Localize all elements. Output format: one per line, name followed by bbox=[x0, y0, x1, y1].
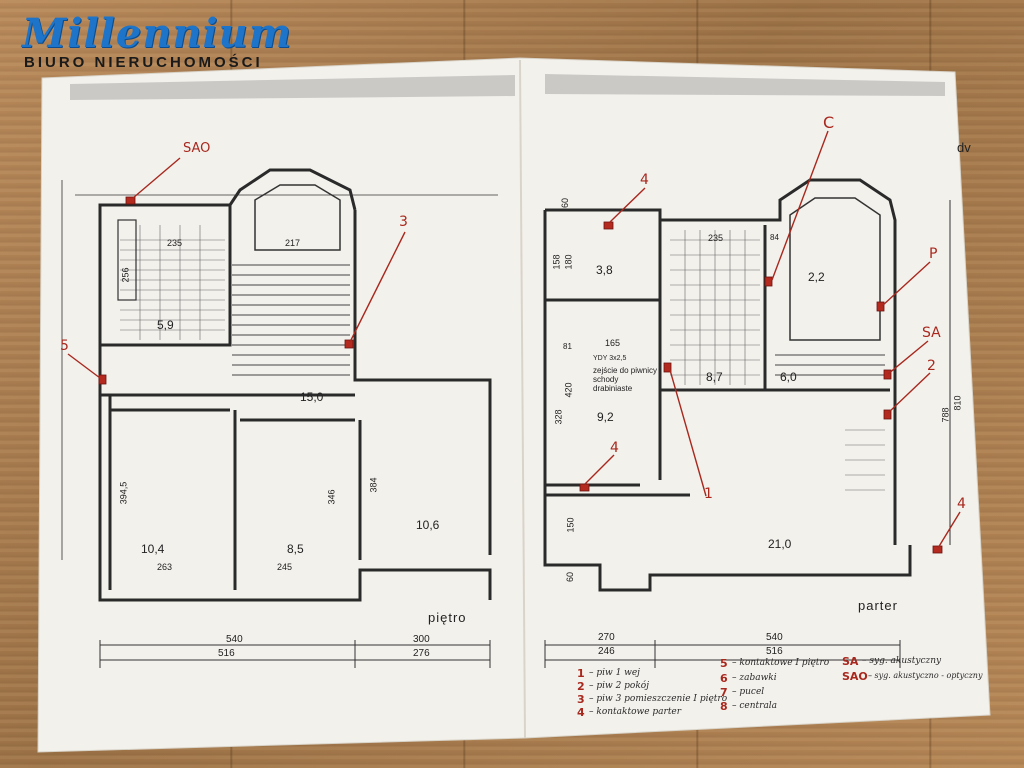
upper-floor-caption: piętro bbox=[428, 610, 467, 625]
marker-1-label: 1 bbox=[704, 486, 713, 502]
dim-346: 346 bbox=[326, 489, 337, 505]
dim-263: 263 bbox=[157, 562, 173, 572]
legend-num-3: 3 bbox=[577, 693, 585, 706]
dim-300: 300 bbox=[413, 634, 430, 645]
dim-r516: 516 bbox=[766, 646, 783, 657]
legend-num-8: 8 bbox=[720, 700, 728, 713]
dim-516: 516 bbox=[218, 648, 235, 659]
marker-3-label: 3 bbox=[399, 214, 408, 230]
legend-text-sao: – syg. akustyczno - optyczny bbox=[868, 671, 983, 680]
room-r5-area: 2,2 bbox=[808, 270, 825, 284]
dim-3945: 394,5 bbox=[118, 481, 129, 505]
brand-name: Millennium bbox=[22, 10, 293, 57]
marker-5-label: 5 bbox=[60, 338, 69, 354]
dim-r810: 810 bbox=[952, 395, 963, 411]
marker-sao-label: SAO bbox=[183, 141, 211, 156]
marker-4a-label: 4 bbox=[640, 172, 649, 188]
room-r1-area: 3,8 bbox=[596, 263, 613, 277]
dim-256: 256 bbox=[120, 267, 131, 283]
cable-note: YDY 3x2,5 bbox=[593, 355, 627, 362]
legend-text-8: – centrala bbox=[732, 701, 778, 711]
entrance-hatch bbox=[845, 429, 885, 491]
dim-r540: 540 bbox=[766, 632, 783, 643]
upper-floor-walls bbox=[98, 168, 492, 602]
legend-num-1: 1 bbox=[577, 667, 585, 680]
upper-dimension-lines bbox=[99, 640, 491, 668]
legend-num-4: 4 bbox=[577, 706, 585, 719]
upper-stairs-hatch bbox=[232, 264, 350, 376]
upper-axis-lines bbox=[61, 180, 498, 560]
room-c-area: 10,6 bbox=[416, 518, 440, 532]
legend-text-6: – zabawki bbox=[732, 673, 777, 683]
dim-r180: 180 bbox=[563, 254, 574, 270]
dim-r84: 84 bbox=[770, 233, 779, 242]
room-r2-area: 8,7 bbox=[706, 370, 723, 384]
room-b-area: 8,5 bbox=[287, 542, 304, 556]
ground-stairs-hatch bbox=[775, 354, 885, 376]
legend-text-1: – piw 1 wej bbox=[589, 668, 640, 678]
upper-bath-tiles bbox=[120, 225, 225, 340]
brand-logo: Millennium BIURO NIERUCHOMOŚCI bbox=[22, 10, 332, 72]
legend-num-6: 6 bbox=[720, 672, 728, 685]
ground-floor-caption: parter bbox=[858, 598, 898, 613]
dim-217: 217 bbox=[285, 238, 301, 248]
marker-leaders bbox=[67, 130, 961, 549]
marker-4b-label: 4 bbox=[610, 440, 619, 456]
marker-sa-label: SA bbox=[922, 325, 941, 341]
legend-text-5: – kontaktowe I piętro bbox=[732, 658, 830, 668]
dim-540: 540 bbox=[226, 634, 243, 645]
room-living-area: 21,0 bbox=[768, 537, 792, 551]
dim-245: 245 bbox=[277, 562, 293, 572]
dim-r420: 420 bbox=[563, 382, 574, 398]
legend-text-4: – kontaktowe parter bbox=[589, 707, 682, 717]
stairs-note: zejście do piwnicy schody drabiniaste bbox=[593, 366, 658, 393]
room-bath-area: 5,9 bbox=[157, 318, 174, 332]
room-r3-area: 9,2 bbox=[597, 410, 614, 424]
dim-r235: 235 bbox=[708, 233, 724, 243]
dim-235: 235 bbox=[167, 238, 183, 248]
legend-text-7: – pucel bbox=[732, 687, 765, 697]
dim-r328: 328 bbox=[553, 409, 564, 425]
dim-r165: 165 bbox=[605, 338, 621, 348]
dim-r81: 81 bbox=[563, 342, 572, 351]
room-hall-area: 15,0 bbox=[300, 390, 324, 404]
room-r4-area: 6,0 bbox=[780, 370, 797, 384]
dim-276: 276 bbox=[413, 648, 430, 659]
legend-num-sao: SAO bbox=[842, 670, 868, 683]
ground-dimension-lines bbox=[544, 200, 951, 668]
dim-r60b: 60 bbox=[560, 197, 571, 209]
dim-r60: 60 bbox=[565, 571, 576, 583]
legend-num-5: 5 bbox=[720, 657, 728, 670]
legend-text-sa: – syg. akustyczny bbox=[862, 656, 942, 666]
legend-text-3: – piw 3 pomieszczenie I piętro bbox=[589, 694, 728, 704]
marker-2-label: 2 bbox=[927, 358, 936, 374]
legend-text-2: – piw 2 pokój bbox=[589, 681, 649, 691]
legend-num-2: 2 bbox=[577, 680, 585, 693]
dim-r158: 158 bbox=[551, 254, 562, 270]
device-markers bbox=[98, 196, 943, 554]
dim-r788: 788 bbox=[940, 407, 951, 423]
dim-r270: 270 bbox=[598, 632, 615, 643]
marker-c-label: C bbox=[823, 113, 835, 132]
legend-num-sa: SA bbox=[842, 655, 859, 668]
dim-r246: 246 bbox=[598, 646, 615, 657]
legend-num-7: 7 bbox=[720, 686, 728, 699]
dim-384: 384 bbox=[368, 477, 379, 493]
ground-floor-walls bbox=[543, 178, 912, 592]
room-a-area: 10,4 bbox=[141, 542, 165, 556]
ground-kitchen-tiles bbox=[670, 230, 760, 385]
dim-r150: 150 bbox=[565, 517, 576, 533]
marker-p-label: P bbox=[929, 246, 938, 262]
corner-text: dv bbox=[957, 140, 971, 155]
brand-tagline: BIURO NIERUCHOMOŚCI bbox=[24, 54, 263, 71]
marker-4c-label: 4 bbox=[957, 496, 966, 512]
